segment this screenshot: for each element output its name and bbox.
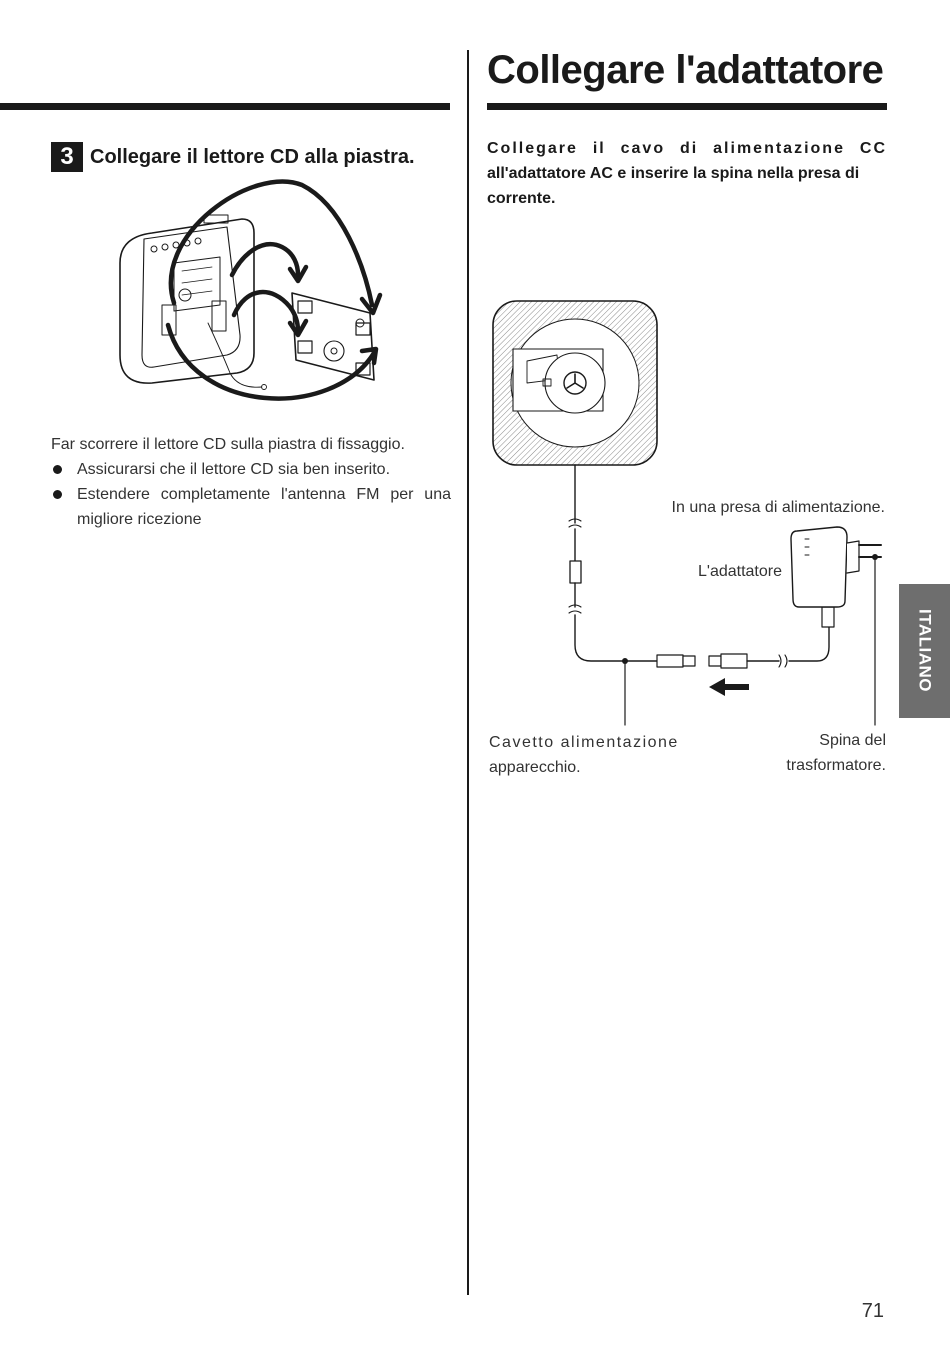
label-transformer-plug-line-1: Spina del (819, 732, 886, 749)
label-adapter: L'adattatore (697, 563, 782, 580)
step-body: Far scorrere il lettore CD sulla piastra… (51, 432, 451, 532)
bullet-item: Estendere completamente l'antenna FM per… (51, 482, 451, 532)
adapter-connection-diagram (492, 300, 882, 726)
instruction-rest: all'adattatore AC e inserire la spina ne… (487, 165, 860, 207)
label-device-cable-line-2: apparecchio. (489, 759, 581, 776)
label-device-cable-line-1: Cavetto alimentazione (489, 734, 679, 751)
left-heading-rule (0, 103, 450, 110)
column-divider (467, 50, 469, 1295)
instruction-line-1: Collegare il cavo di alimentazione CC (487, 140, 887, 157)
step-heading: 3 Collegare il lettore CD alla piastra. (51, 142, 415, 172)
cd-player-mounting-illustration (119, 179, 383, 401)
step-bullet-list: Assicurarsi che il lettore CD sia ben in… (51, 457, 451, 532)
step-description: Far scorrere il lettore CD sulla piastra… (51, 436, 405, 453)
right-heading-rule (487, 103, 887, 110)
language-tab-label: ITALIANO (915, 609, 935, 693)
language-tab: ITALIANO (899, 584, 950, 718)
instruction-text: Collegare il cavo di alimentazione CC al… (487, 136, 887, 211)
step-number-badge: 3 (51, 142, 83, 172)
page-number: 71 (861, 1300, 884, 1322)
label-outlet: In una presa di alimentazione. (671, 499, 885, 516)
label-transformer-plug-line-2: trasformatore. (786, 757, 886, 774)
bullet-item: Assicurarsi che il lettore CD sia ben in… (51, 457, 451, 482)
step-title: Collegare il lettore CD alla piastra. (90, 145, 415, 168)
page-title: Collegare l'adattatore (487, 48, 884, 92)
